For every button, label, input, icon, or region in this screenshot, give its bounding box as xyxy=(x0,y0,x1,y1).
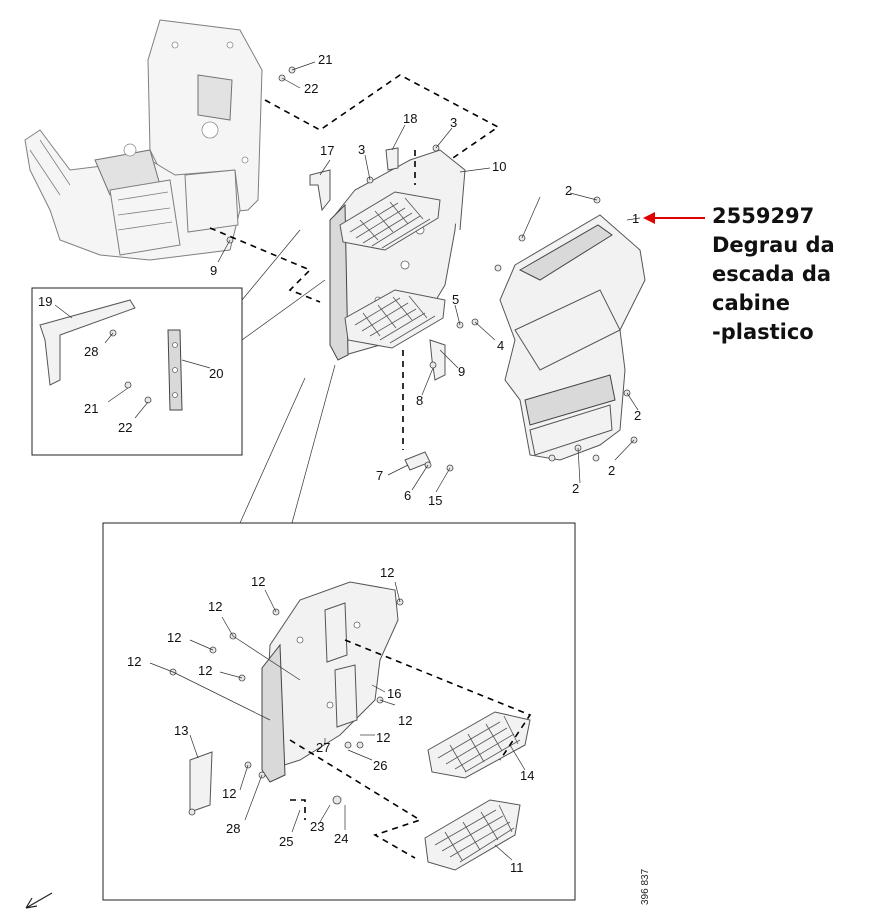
label-10: 10 xyxy=(492,159,506,174)
label-2: 2 xyxy=(608,463,615,478)
label-7: 7 xyxy=(376,468,383,483)
label-2: 2 xyxy=(572,481,579,496)
detail-step-tread-11 xyxy=(424,799,521,871)
label-6: 6 xyxy=(404,488,411,503)
label-21: 21 xyxy=(318,52,332,67)
upper-step-tread xyxy=(339,191,441,251)
callout-description-line-4: -plastico xyxy=(712,320,814,344)
label-1: 1 xyxy=(632,211,639,226)
label-9: 9 xyxy=(458,364,465,379)
label-3: 3 xyxy=(358,142,365,157)
label-12: 12 xyxy=(398,713,412,728)
callout-arrow-icon xyxy=(643,212,705,224)
label-15: 15 xyxy=(428,493,442,508)
label-25: 25 xyxy=(279,834,293,849)
label-12: 12 xyxy=(208,599,222,614)
plastic-step-cover xyxy=(494,196,646,462)
leader-lines-top xyxy=(217,61,641,493)
label-27: 27 xyxy=(316,740,330,755)
label-28: 28 xyxy=(84,344,98,359)
label-13: 13 xyxy=(174,723,188,738)
label-26: 26 xyxy=(373,758,387,773)
assembly-dash-lines xyxy=(209,74,500,450)
label-14: 14 xyxy=(520,768,534,783)
callout-description-line-2: escada da xyxy=(712,262,832,286)
front-direction-arrow-icon xyxy=(25,892,53,909)
cab-frame-illustration xyxy=(24,19,263,261)
label-21: 21 xyxy=(84,401,98,416)
callout-description-line-1: Degrau da xyxy=(712,233,835,257)
label-22: 22 xyxy=(118,420,132,435)
label-9: 9 xyxy=(210,263,217,278)
detail-step-tread-14 xyxy=(427,711,531,779)
label-3: 3 xyxy=(450,115,457,130)
label-12: 12 xyxy=(198,663,212,678)
label-12: 12 xyxy=(251,574,265,589)
label-12: 12 xyxy=(127,654,141,669)
drawing-number: 396 837 xyxy=(640,868,651,905)
hardware-parts xyxy=(226,66,479,472)
label-18: 18 xyxy=(403,111,417,126)
label-20: 20 xyxy=(209,366,223,381)
label-17: 17 xyxy=(320,143,334,158)
label-11: 11 xyxy=(510,860,524,875)
label-16: 16 xyxy=(387,686,401,701)
label-5: 5 xyxy=(452,292,459,307)
label-12: 12 xyxy=(222,786,236,801)
label-12: 12 xyxy=(380,565,394,580)
callout-part-number: 2559297 xyxy=(712,204,815,228)
label-8: 8 xyxy=(416,393,423,408)
label-2: 2 xyxy=(634,408,641,423)
lower-detail-box xyxy=(102,364,576,901)
label-22: 22 xyxy=(304,81,318,96)
label-12: 12 xyxy=(376,730,390,745)
label-28: 28 xyxy=(226,821,240,836)
inset-detail-bracket xyxy=(31,229,326,456)
part-number-labels: 21 22 17 3 18 3 10 2 1 9 5 4 9 8 2 2 2 7… xyxy=(38,52,641,875)
label-24: 24 xyxy=(334,831,348,846)
label-4: 4 xyxy=(497,338,504,353)
label-2: 2 xyxy=(565,183,572,198)
callout-description-line-3: cabine xyxy=(712,291,791,315)
label-23: 23 xyxy=(310,819,324,834)
part-callout: 2559297 Degrau da escada da cabine -plas… xyxy=(712,202,862,347)
lower-step-tread xyxy=(344,289,446,349)
label-19: 19 xyxy=(38,294,52,309)
label-12: 12 xyxy=(167,630,181,645)
